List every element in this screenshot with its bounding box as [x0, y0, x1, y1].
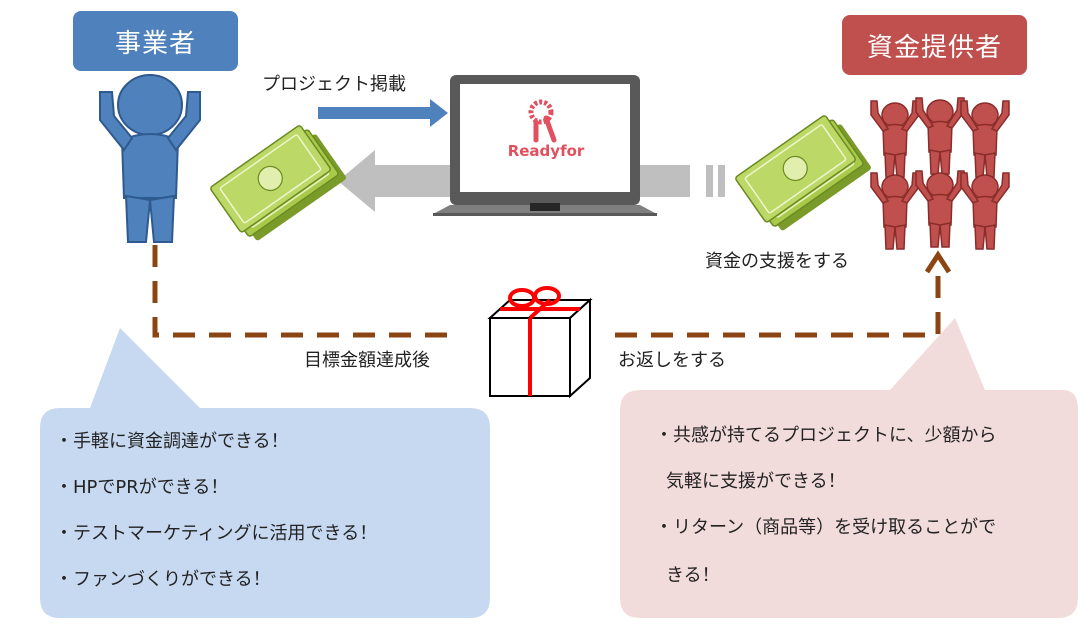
money-stack-icon-left — [210, 125, 346, 241]
money-stack-icon-right — [735, 115, 871, 231]
support-funds-text: 資金の支援をする — [705, 251, 849, 272]
funder-benefit-item: 気軽に支援ができる！ — [666, 471, 846, 492]
readyfor-logo-text: Readyfor — [507, 142, 585, 160]
readyfor-logo-icon — [528, 99, 557, 143]
return-flow-dashed-line — [152, 245, 941, 338]
funder-benefits-bubble — [620, 318, 1078, 618]
give-back-text: お返しをする — [618, 350, 726, 371]
funder-benefit-item: ・リターン（商品等）を受け取ることがで — [655, 517, 997, 538]
business-benefits-bubble — [40, 328, 490, 618]
upward-arrowhead — [924, 250, 952, 274]
gift-box-icon — [487, 286, 593, 399]
funder-benefit-item: ・共感が持てるプロジェクトに、少額から — [655, 425, 997, 446]
business-label: 事業者 — [73, 11, 238, 71]
funders-group-icon — [870, 97, 1010, 250]
funders-label: 資金提供者 — [842, 15, 1027, 75]
publish-arrow — [318, 99, 448, 127]
after-goal-text: 目標金額達成後 — [304, 350, 430, 371]
business-benefit-item: ・テストマーケティングに活用できる！ — [55, 523, 378, 544]
business-benefit-item: ・HPでPRができる！ — [55, 477, 229, 498]
publish-project-text: プロジェクト掲載 — [262, 74, 406, 95]
business-benefit-item: ・ファンづくりができる！ — [55, 569, 271, 590]
business-benefit-item: ・手軽に資金調達ができる！ — [55, 431, 289, 452]
funder-benefit-item: きる！ — [666, 565, 720, 586]
business-person-icon — [99, 74, 201, 243]
